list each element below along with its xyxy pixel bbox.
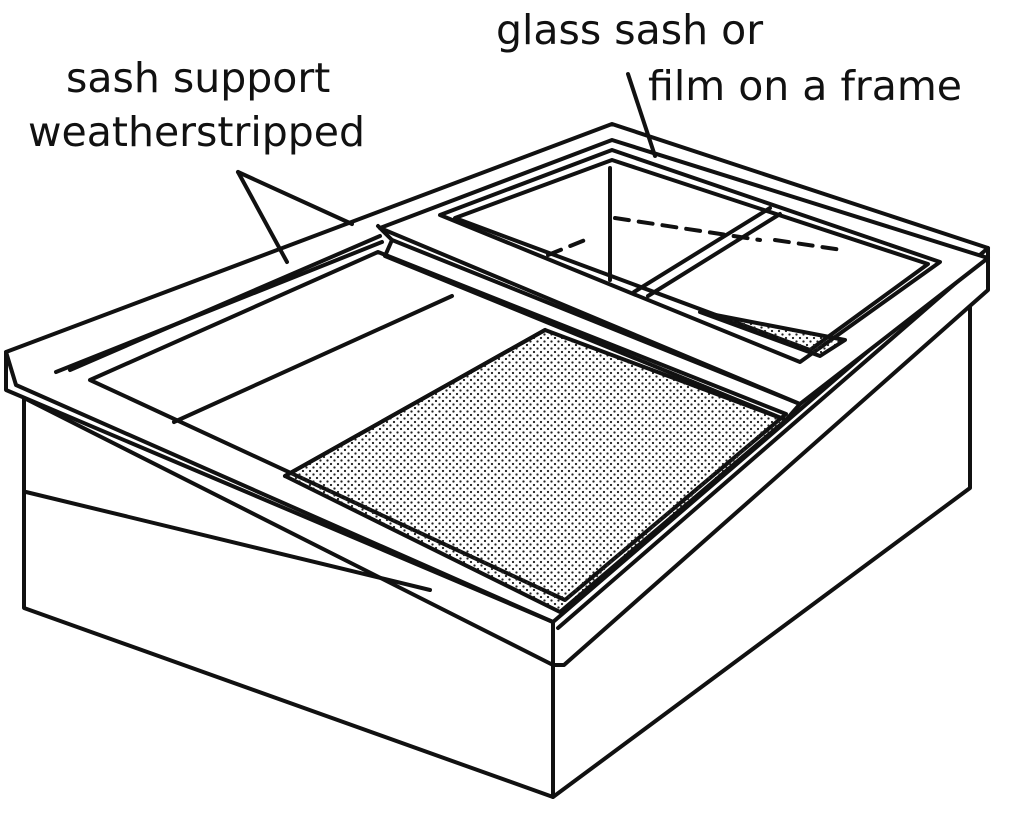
sash-support-leader-2 [236,170,354,226]
frame-box [22,290,972,799]
sash-support-label-line2: weatherstripped [28,108,365,156]
sash-support [376,224,802,422]
sash-opening-soil [698,310,847,358]
glass-sash-label-line2: film on a frame [648,62,962,110]
leader-lines [236,72,657,264]
fixed-sash [54,224,802,614]
glass-sash-muntin [632,206,772,294]
glass-sash-label-line1: glass sash or [496,6,763,54]
glass-sash [378,138,990,406]
sash-support-label-line1: sash support [66,54,330,102]
side-slope-line [24,490,432,592]
sash-support-leader-1 [236,170,289,264]
glass-sash-leader [626,72,657,158]
